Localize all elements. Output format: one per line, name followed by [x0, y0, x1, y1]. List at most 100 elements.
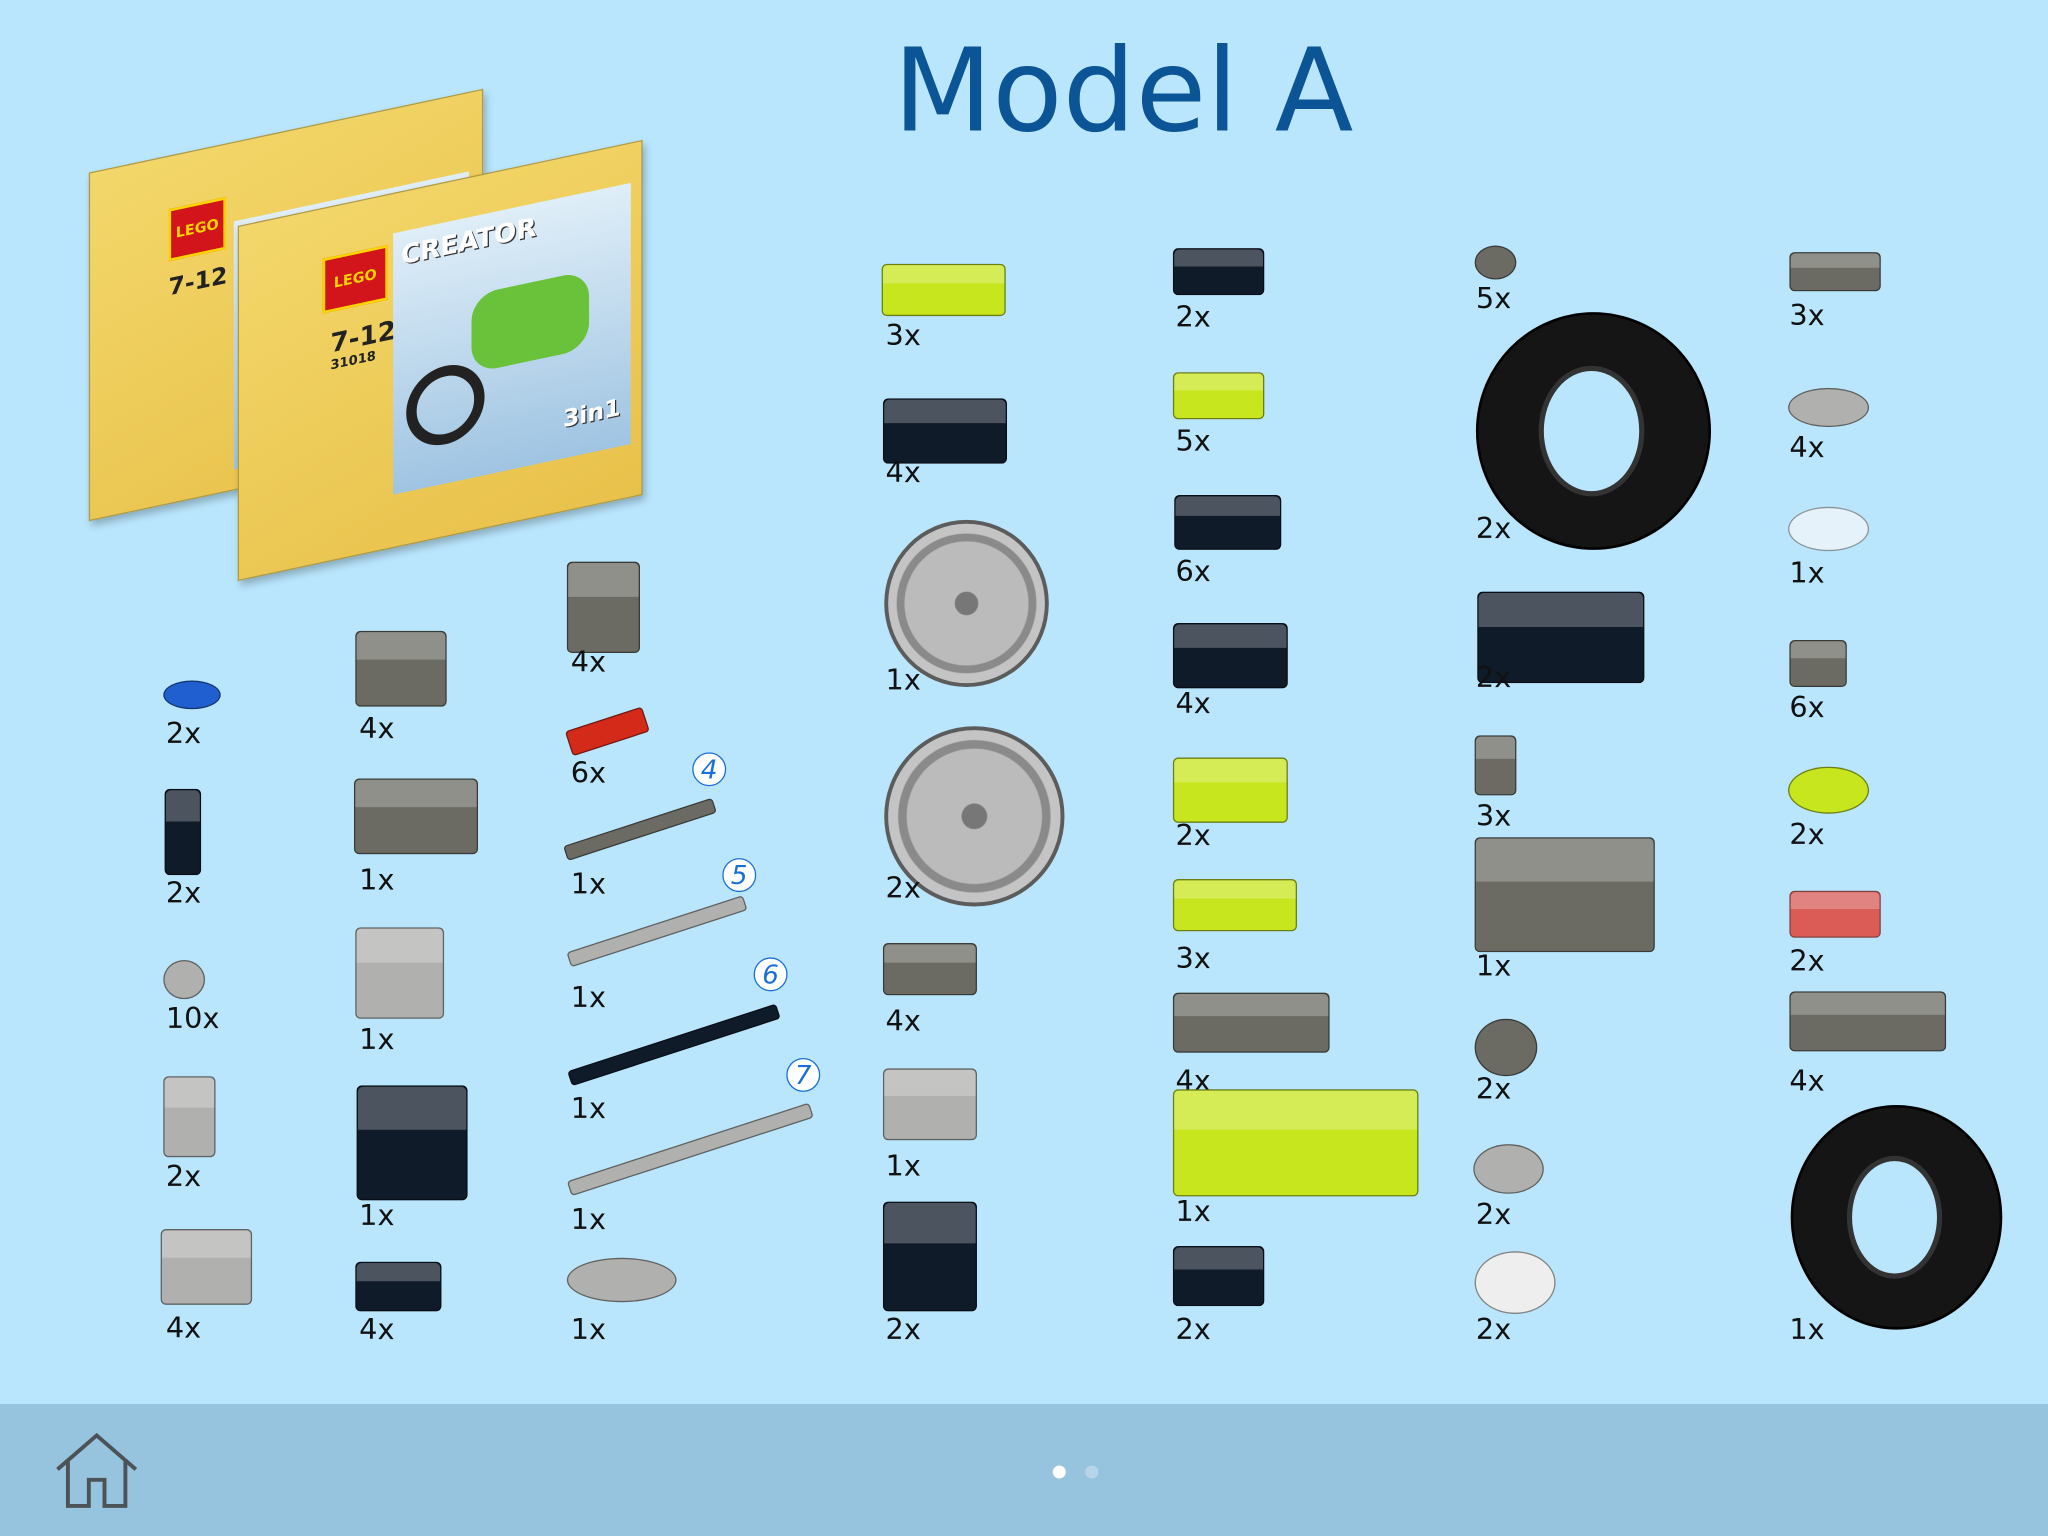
brick-part-icon	[1172, 757, 1288, 823]
brick-part-icon	[566, 561, 640, 654]
part-count: 2x	[885, 1313, 921, 1347]
round-part-icon	[1474, 1018, 1538, 1077]
brick-part-icon	[1172, 1246, 1265, 1307]
part-count: 2x	[1789, 818, 1825, 852]
axle-part-icon	[563, 797, 717, 862]
part-count: 10x	[165, 1003, 220, 1036]
part-count: 1x	[359, 1023, 395, 1057]
axle-length-badge: 4	[692, 752, 727, 787]
part-count: 1x	[359, 1200, 395, 1233]
brick-part-icon	[882, 1201, 977, 1312]
brick-part-icon	[1172, 623, 1288, 689]
brick-part-icon	[164, 788, 202, 876]
brick-part-icon	[1789, 890, 1881, 938]
part-count: 1x	[1475, 950, 1512, 984]
bottom-toolbar	[0, 1404, 2048, 1536]
axle-length-badge: 6	[753, 957, 788, 992]
brick-part-icon	[1172, 248, 1265, 296]
part-count: 2x	[1175, 820, 1211, 853]
tire-part-icon	[1790, 1104, 2003, 1330]
part-count: 1x	[570, 1093, 607, 1126]
wheel-part-icon	[884, 519, 1049, 688]
part-count: 2x	[1175, 1313, 1211, 1347]
brick-part-icon	[160, 1229, 253, 1305]
brick-part-icon	[1172, 372, 1265, 420]
part-count: 4x	[885, 457, 921, 490]
page-indicator-dot-1[interactable]	[1052, 1465, 1066, 1479]
brick-part-icon	[1172, 992, 1330, 1053]
round-part-icon	[163, 959, 206, 1000]
brick-part-icon	[355, 1261, 442, 1312]
part-count: 2x	[1475, 1199, 1512, 1232]
part-count: 4x	[885, 1005, 921, 1039]
round-part-icon	[1788, 506, 1870, 552]
part-count: 1x	[359, 864, 395, 898]
part-count: 1x	[1175, 1196, 1211, 1230]
round-part-icon	[1788, 766, 1870, 814]
part-count: 2x	[165, 718, 202, 752]
axle-length-badge: 7	[786, 1057, 821, 1092]
brick-part-icon	[1789, 639, 1847, 688]
round-part-icon	[163, 680, 221, 710]
part-count: 1x	[885, 1150, 921, 1184]
part-count: 4x	[1789, 1065, 1825, 1099]
brick-part-icon	[355, 630, 447, 707]
brick-part-icon	[355, 1085, 467, 1201]
part-count: 4x	[1175, 688, 1211, 721]
part-count: 3x	[1789, 300, 1825, 334]
axle-part-icon	[567, 1003, 781, 1087]
part-count: 6x	[1175, 556, 1211, 590]
brick-part-icon	[1172, 1089, 1419, 1197]
part-count: 2x	[165, 1161, 202, 1194]
brick-part-icon	[882, 398, 1007, 464]
part-count: 1x	[570, 982, 607, 1015]
part-count: 6x	[1789, 692, 1825, 725]
round-part-icon	[1474, 1251, 1556, 1314]
part-count: 1x	[885, 664, 921, 698]
brick-part-icon	[1174, 495, 1282, 550]
part-count: 5x	[1175, 425, 1211, 459]
brick-part-icon	[882, 1067, 977, 1140]
round-part-icon	[1473, 1144, 1544, 1194]
part-count: 3x	[1175, 943, 1211, 976]
brick-part-icon	[882, 943, 977, 996]
axle-length-badge: 5	[722, 858, 757, 893]
part-count: 2x	[1475, 1073, 1512, 1107]
part-count: 6x	[570, 757, 607, 791]
round-part-icon	[1474, 245, 1517, 280]
part-count: 4x	[570, 646, 607, 680]
part-count: 2x	[885, 872, 921, 906]
axle-part-icon	[564, 706, 650, 757]
round-part-icon	[1788, 387, 1870, 428]
page-title: Model A	[893, 23, 1354, 159]
part-count: 1x	[570, 1204, 607, 1237]
tire-part-icon	[1475, 312, 1712, 550]
part-count: 5x	[1475, 283, 1512, 317]
part-count: 2x	[165, 877, 202, 911]
part-count: 2x	[1475, 513, 1512, 546]
part-count: 3x	[885, 319, 921, 353]
part-count: 4x	[165, 1312, 202, 1346]
brick-part-icon	[1477, 591, 1645, 684]
part-count: 2x	[1475, 1313, 1512, 1347]
brick-part-icon	[880, 263, 1006, 317]
part-count: 3x	[1475, 800, 1512, 834]
part-count: 4x	[359, 1313, 395, 1347]
wheel-part-icon	[884, 726, 1065, 907]
brick-part-icon	[1474, 735, 1517, 796]
brick-part-icon	[1789, 991, 1947, 1052]
part-count: 1x	[1789, 1313, 1825, 1347]
brick-part-icon	[1474, 837, 1655, 953]
brick-part-icon	[1172, 879, 1297, 932]
page-indicator-dot-2[interactable]	[1085, 1465, 1099, 1479]
part-count: 2x	[1175, 301, 1211, 335]
part-count: 2x	[1789, 945, 1825, 979]
part-count: 1x	[570, 1313, 607, 1347]
brick-part-icon	[353, 778, 478, 855]
brick-part-icon	[355, 927, 445, 1019]
part-count: 1x	[570, 868, 607, 902]
home-icon	[56, 1432, 138, 1508]
home-button[interactable]	[52, 1430, 141, 1511]
part-count: 4x	[359, 713, 395, 746]
